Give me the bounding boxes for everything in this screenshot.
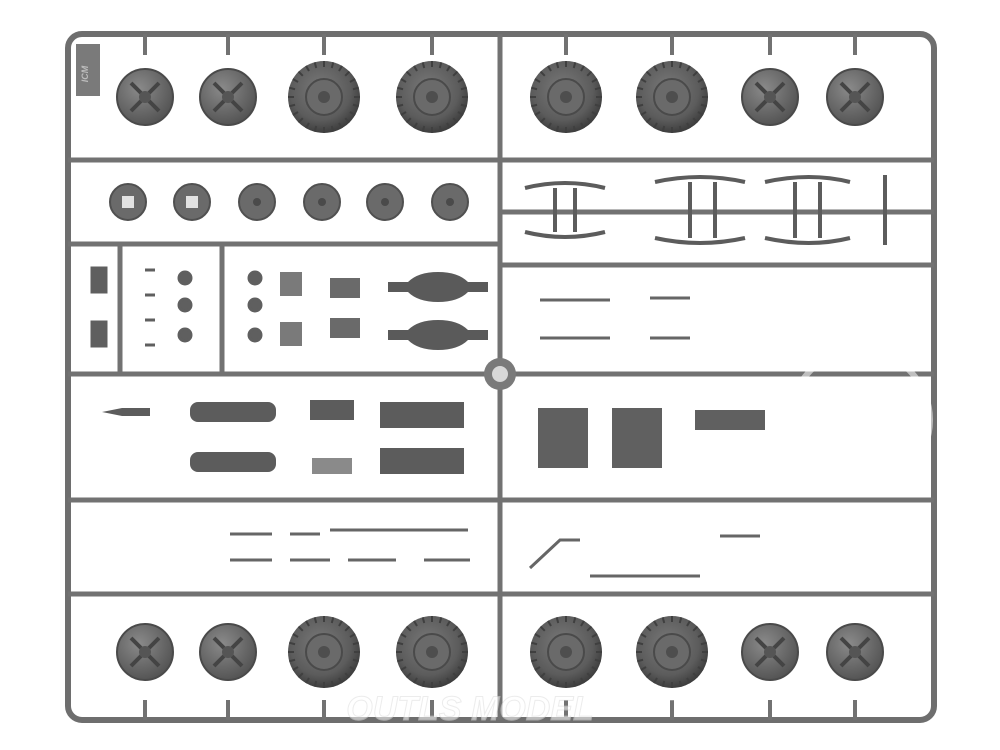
rim-wheel: [116, 623, 174, 681]
disc-part: [109, 183, 147, 221]
axle-parts: [280, 272, 488, 350]
rim-wheel: [199, 623, 257, 681]
tire-wheel: [396, 61, 468, 133]
rim-wheel: [741, 623, 799, 681]
brand-tag: ICM: [76, 44, 100, 96]
seat-parts: [538, 408, 765, 468]
watermark-text: OUTLS MODEL: [346, 690, 593, 728]
center-hub: [484, 358, 516, 390]
disc-part: [173, 183, 211, 221]
bottom-wheel-row: [116, 616, 884, 688]
top-wheel-row: [116, 61, 884, 133]
disc-part: [303, 183, 341, 221]
rim-wheel: [199, 68, 257, 126]
rim-wheel: [741, 68, 799, 126]
sprue-runners: [68, 34, 934, 720]
tire-wheel: [288, 616, 360, 688]
tanks: [102, 400, 464, 474]
disc-part: [431, 183, 469, 221]
small-parts-left: [90, 266, 263, 348]
leaf-springs: [524, 175, 887, 245]
watermark: OUTLS MODEL: [346, 347, 933, 729]
tire-wheel: [636, 61, 708, 133]
tire-wheel: [530, 61, 602, 133]
rim-wheel: [826, 68, 884, 126]
small-parts-rows: [230, 296, 760, 578]
rim-wheel: [116, 68, 174, 126]
brand-tag-label: ICM: [80, 65, 90, 82]
tire-wheel: [530, 616, 602, 688]
tire-wheel: [636, 616, 708, 688]
gate-stubs: [143, 34, 857, 720]
disc-part: [238, 183, 276, 221]
tire-wheel: [396, 616, 468, 688]
tire-wheel: [288, 61, 360, 133]
disc-part: [366, 183, 404, 221]
disc-row: [109, 183, 469, 221]
rim-wheel: [826, 623, 884, 681]
